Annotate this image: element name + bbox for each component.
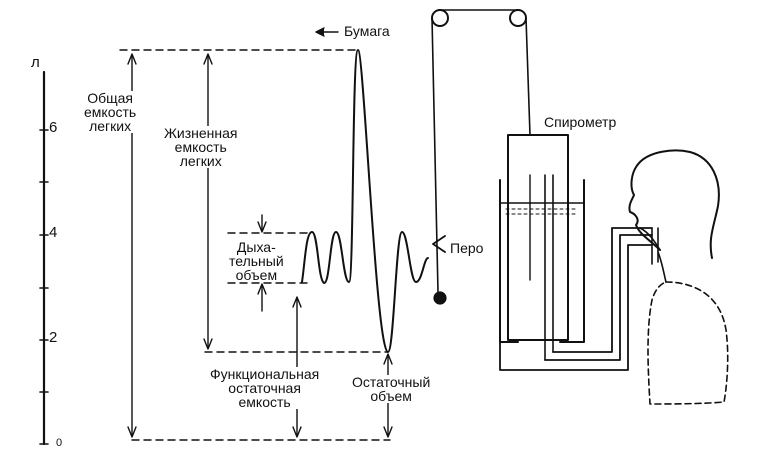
- total-capacity-label: Общая емкость легких: [84, 90, 137, 134]
- lung-outline: [647, 281, 729, 405]
- spirogram-trace: [301, 49, 429, 353]
- pulley-cord: [431, 17, 439, 293]
- neck-line: [657, 251, 667, 283]
- pen-weight: [433, 291, 447, 305]
- mouthpiece: [651, 227, 659, 265]
- pulley-system: [431, 9, 531, 305]
- pen-pointer: [432, 235, 446, 253]
- scale-tick-label: 2: [49, 329, 58, 346]
- scale-tick-label: 6: [49, 119, 58, 136]
- scale-tick-label: 0: [56, 437, 63, 449]
- human-figure: [628, 149, 729, 405]
- volume-scale: [39, 70, 49, 446]
- pen-label: Перо: [450, 240, 484, 256]
- functional-residual-capacity-label: Функциональная остаточная емкость: [210, 366, 320, 410]
- scale-tick-label: 4: [49, 224, 58, 241]
- vital-capacity-label: Жизненная емкость легких: [164, 125, 238, 169]
- head-outline: [628, 149, 720, 259]
- residual-volume-label: Остаточный объем: [352, 374, 431, 404]
- spirometer-bell: [507, 134, 569, 341]
- pulley-left: [431, 9, 449, 27]
- spirometer-label: Спирометр: [544, 114, 617, 130]
- pulley-right: [509, 9, 527, 27]
- scale-unit-label: л: [31, 54, 40, 71]
- chin-line: [639, 227, 661, 251]
- paper-label: Бумага: [344, 23, 390, 39]
- tidal-volume-label: Дыха- тельный объем: [229, 239, 284, 283]
- spirometer: [499, 134, 653, 371]
- breathing-tube: [544, 234, 653, 361]
